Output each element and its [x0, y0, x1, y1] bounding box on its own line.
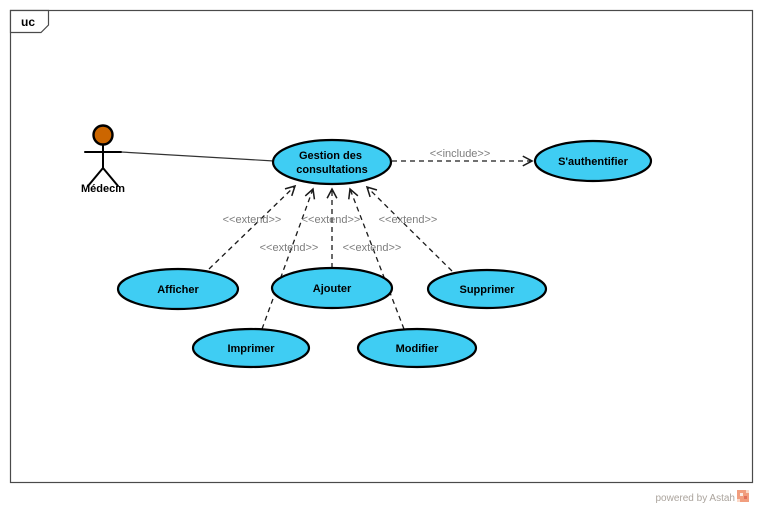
actor-leg-left	[87, 167, 104, 187]
frame-tab	[9, 9, 50, 34]
use-case-modifier[interactable]: Modifier	[356, 327, 478, 369]
include-stereotype-label: <<include>>	[430, 148, 491, 160]
extend-edge-modifier	[348, 187, 405, 330]
use-case-ellipse[interactable]	[191, 327, 311, 369]
use-case-label: Gestion des consultations	[296, 150, 368, 176]
use-case-ajouter[interactable]: Ajouter	[270, 266, 394, 310]
association-medecin-gestion	[120, 151, 275, 162]
use-case-ellipse[interactable]	[116, 267, 240, 311]
use-case-gestion-consultations[interactable]: Gestion des consultations	[271, 138, 393, 186]
use-case-label: Supprimer	[459, 284, 515, 296]
use-case-ellipse[interactable]	[533, 139, 653, 183]
use-case-imprimer[interactable]: Imprimer	[191, 327, 311, 369]
use-case-supprimer[interactable]: Supprimer	[426, 268, 548, 310]
extend-stereotype-label-modifier: <<extend>>	[343, 242, 402, 254]
use-case-afficher[interactable]: Afficher	[116, 267, 240, 311]
diagram-frame	[9, 9, 754, 484]
use-case-label: Afficher	[157, 284, 199, 296]
use-case-authentifier[interactable]: S'authentifier	[533, 139, 653, 183]
extend-edge-supprimer	[365, 185, 453, 272]
use-case-label: Modifier	[396, 343, 439, 355]
extend-edge-imprimer	[261, 187, 316, 330]
actor-label: Médecin	[81, 183, 125, 195]
extend-stereotype-label-imprimer: <<extend>>	[260, 242, 319, 254]
frame-tag-label: uc	[21, 15, 35, 29]
actor-leg-right	[102, 167, 119, 187]
actor-medecin[interactable]: Médecin	[81, 124, 125, 196]
use-case-label: S'authentifier	[558, 156, 629, 168]
extend-stereotype-label-supprimer: <<extend>>	[379, 214, 438, 226]
actor-head	[92, 124, 114, 146]
use-case-ellipse[interactable]	[426, 268, 548, 310]
extend-edge-afficher	[208, 184, 297, 270]
watermark-text: powered by Astah	[656, 493, 736, 504]
astah-logo-icon	[737, 490, 749, 502]
use-case-ellipse[interactable]	[356, 327, 478, 369]
use-case-ellipse[interactable]	[270, 266, 394, 310]
extend-stereotype-label-afficher: <<extend>>	[223, 214, 282, 226]
use-case-label: Ajouter	[313, 283, 352, 295]
extend-stereotype-label-ajouter: <<extend>>	[302, 214, 361, 226]
use-case-ellipse[interactable]	[271, 138, 393, 186]
watermark: powered by Astah	[656, 490, 749, 504]
use-case-label: Imprimer	[227, 343, 275, 355]
